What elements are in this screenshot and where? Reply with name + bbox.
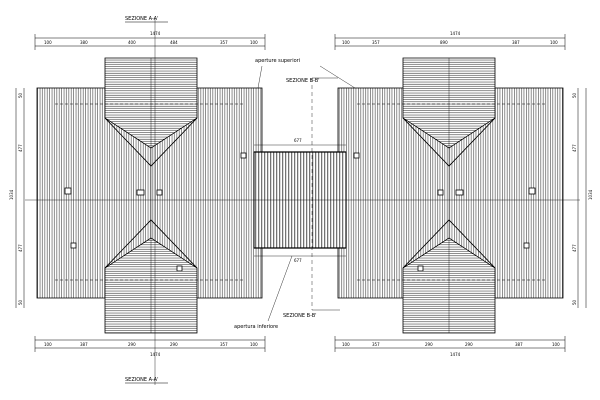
top-dimension-lines: [34, 34, 566, 50]
dim-right-side-total: 1034: [588, 189, 593, 200]
svg-text:290: 290: [128, 342, 136, 347]
svg-text:380: 380: [80, 40, 88, 45]
svg-text:100: 100: [550, 40, 558, 45]
svg-text:400: 400: [128, 40, 136, 45]
svg-text:100: 100: [250, 342, 258, 347]
svg-text:100: 100: [342, 342, 350, 347]
dim-right-top-total: 1474: [450, 31, 461, 36]
dim-right-top-parts: 100 357 890 387 100: [342, 40, 558, 45]
axis-lines: [25, 18, 580, 385]
svg-text:890: 890: [440, 40, 448, 45]
svg-text:50: 50: [572, 299, 577, 305]
svg-text:290: 290: [465, 342, 473, 347]
right-building: [337, 57, 564, 334]
svg-text:100: 100: [342, 40, 350, 45]
svg-text:apertura inferiore: apertura inferiore: [234, 324, 278, 330]
svg-text:290: 290: [170, 342, 178, 347]
dim-right-bottom-parts: 100 357 290 290 387 100: [342, 342, 560, 347]
svg-text:100: 100: [44, 40, 52, 45]
svg-text:290: 290: [425, 342, 433, 347]
svg-text:477: 477: [572, 244, 577, 252]
svg-text:477: 477: [18, 144, 23, 152]
dim-left-top-parts: 100 380 400 484 357 100: [44, 40, 258, 45]
dim-bridge-bottom: 677: [294, 258, 302, 263]
bottom-dimension-lines: [34, 336, 566, 352]
left-building: [36, 57, 263, 334]
dim-bridge-top: 677: [294, 138, 302, 143]
dim-left-top-total: 1474: [150, 31, 161, 36]
callout-openings-upper: aperture superiori: [255, 58, 356, 89]
dim-left-bottom-parts: 100 387 290 290 357 100: [44, 342, 258, 347]
svg-text:50: 50: [18, 299, 23, 305]
callout-opening-lower: apertura inferiore: [234, 255, 293, 330]
svg-text:387: 387: [80, 342, 88, 347]
svg-text:387: 387: [512, 40, 520, 45]
dim-right-bottom-total: 1474: [450, 352, 461, 357]
svg-text:357: 357: [372, 40, 380, 45]
side-dimension-lines: [15, 88, 587, 308]
section-b-bottom-label: SEZIONE B-B': [283, 313, 317, 319]
svg-text:477: 477: [572, 144, 577, 152]
dim-right-side-parts: 50 477 477 50: [572, 92, 577, 305]
svg-text:50: 50: [18, 92, 23, 98]
svg-text:50: 50: [572, 92, 577, 98]
dim-left-side-total: 1034: [9, 189, 14, 200]
bridge-connector: [253, 144, 347, 257]
svg-text:SEZIONE A-A': SEZIONE A-A': [125, 377, 158, 383]
svg-text:357: 357: [220, 40, 228, 45]
section-marker-top: SEZIONE A-A': [125, 16, 168, 23]
svg-text:100: 100: [552, 342, 560, 347]
svg-text:357: 357: [220, 342, 228, 347]
section-marker-bottom: SEZIONE A-A': [125, 377, 168, 384]
svg-text:477: 477: [18, 244, 23, 252]
svg-text:aperture superiori: aperture superiori: [255, 58, 300, 64]
svg-text:100: 100: [44, 342, 52, 347]
section-b-top-label: SEZIONE B-B': [286, 78, 320, 84]
svg-text:484: 484: [170, 40, 178, 45]
dim-left-bottom-total: 1474: [150, 352, 161, 357]
svg-text:100: 100: [250, 40, 258, 45]
dim-left-side-parts: 50 477 477 50: [18, 92, 23, 305]
svg-text:387: 387: [515, 342, 523, 347]
svg-text:SEZIONE A-A': SEZIONE A-A': [125, 16, 158, 22]
svg-text:357: 357: [372, 342, 380, 347]
